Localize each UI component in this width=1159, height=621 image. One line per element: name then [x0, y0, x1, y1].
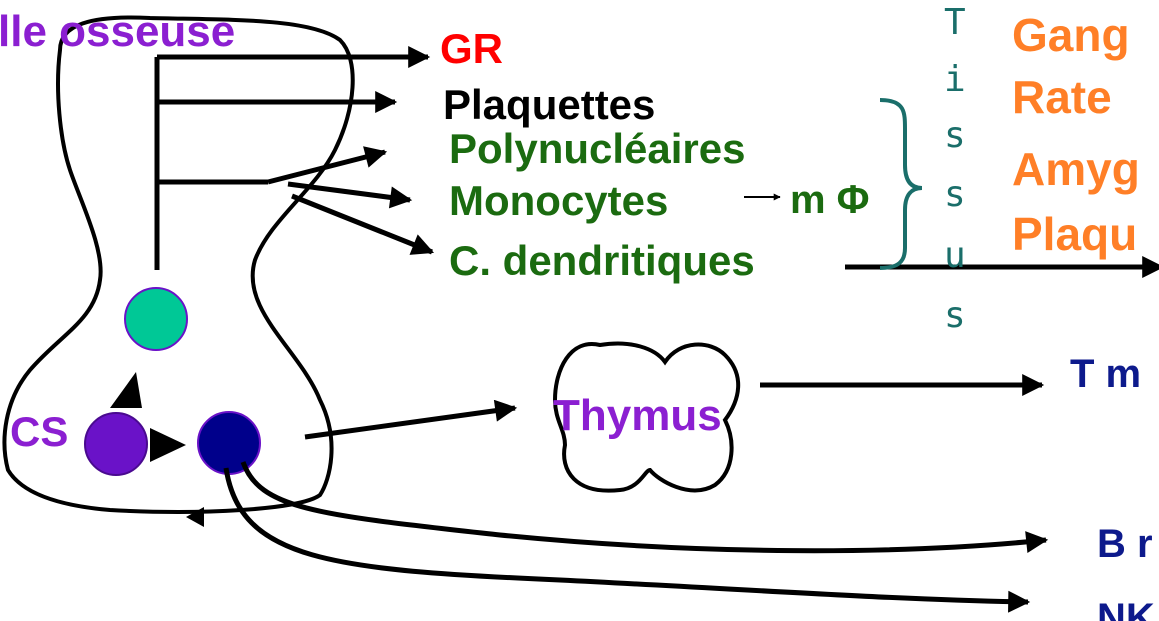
gr-label: GR	[440, 28, 503, 70]
tissus-letter-2: i	[944, 62, 966, 98]
arrow-thymus	[305, 408, 515, 437]
cell-lymphoid-progenitor	[198, 412, 260, 474]
cs-label: CS	[10, 411, 68, 453]
monocytes-label: Monocytes	[449, 180, 668, 222]
cell-myeloid-progenitor	[125, 288, 187, 350]
organ-rate: Rate	[1012, 74, 1112, 120]
bone-marrow-label: lle osseuse	[0, 10, 235, 54]
plaquettes-label: Plaquettes	[443, 84, 655, 126]
cell-stem-cell	[85, 413, 147, 475]
organ-amygdales: Amyg	[1012, 146, 1140, 192]
nk-cells-label: NK	[1097, 598, 1155, 621]
polynucleaires-label: Polynucléaires	[449, 128, 745, 170]
arrow-polynucleaires	[268, 152, 385, 182]
b-cells-label: B r	[1097, 524, 1153, 564]
tissus-letter-1: T	[944, 5, 966, 41]
triangle-up	[110, 372, 142, 408]
organ-ganglions: Gang	[1012, 12, 1130, 58]
tissus-brace	[880, 100, 922, 268]
triangle-right	[150, 428, 186, 462]
t-cells-label: T m	[1070, 354, 1141, 394]
thymus-label: Thymus	[553, 394, 722, 438]
tissus-letter-4: s	[944, 177, 966, 213]
macrophage-label: m Φ	[790, 180, 870, 220]
arrow-dendritiques	[292, 196, 432, 252]
dendritiques-label: C. dendritiques	[449, 240, 755, 282]
organ-plaques: Plaqu	[1012, 211, 1137, 257]
tissus-letter-5: u	[944, 238, 966, 274]
tissus-letter-6: s	[944, 298, 966, 334]
tissus-letter-3: s	[944, 118, 966, 154]
